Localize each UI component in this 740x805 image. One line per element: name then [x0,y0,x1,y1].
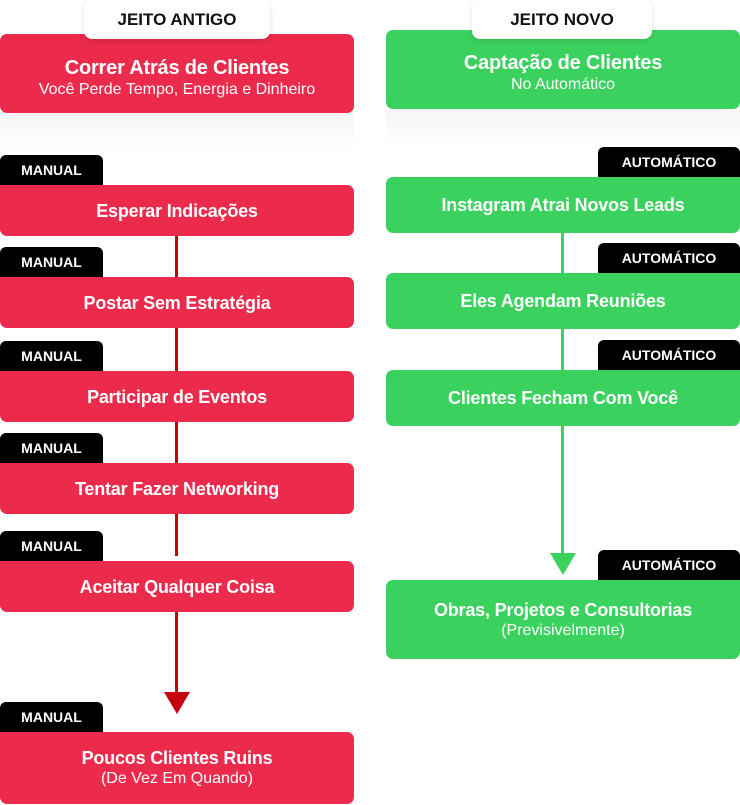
automatic-tag: AUTOMÁTICO [598,147,740,177]
shadow [386,109,740,149]
step-title: Participar de Eventos [87,386,267,407]
new-way-top-box: Captação de Clientes No Automático [386,30,740,109]
new-step-3: Clientes Fecham Com Você [386,370,740,426]
step-title: Clientes Fecham Com Você [448,388,678,408]
manual-tag: MANUAL [0,433,103,463]
step-title: Aceitar Qualquer Coisa [79,576,275,597]
old-way-top-subtitle: Você Perde Tempo, Energia e Dinheiro [38,80,316,98]
new-way-top-title: Captação de Clientes [463,51,663,74]
step-title: Eles Agendam Reuniões [460,291,666,311]
old-step-2: Postar Sem Estratégia [0,277,354,328]
old-step-4: Tentar Fazer Networking [0,463,354,514]
connector-line [561,233,564,275]
new-step-1: Instagram Atrai Novos Leads [386,177,740,233]
connector-line [561,425,564,555]
old-step-1: Esperar Indicações [0,185,354,236]
automatic-tag: AUTOMÁTICO [598,340,740,370]
connector-line [175,612,178,694]
result-title: Obras, Projetos e Consultorias [433,599,693,620]
manual-tag: MANUAL [0,247,103,277]
new-way-top-subtitle: No Automático [510,75,616,93]
manual-tag: MANUAL [0,155,103,185]
manual-tag: MANUAL [0,341,103,371]
manual-tag: MANUAL [0,702,103,732]
old-step-3: Participar de Eventos [0,371,354,422]
result-subtitle: (De Vez Em Quando) [100,770,254,787]
step-title: Instagram Atrai Novos Leads [441,195,685,215]
new-step-2: Eles Agendam Reuniões [386,273,740,329]
old-way-result-box: Poucos Clientes Ruins (De Vez Em Quando) [0,732,354,804]
step-title: Esperar Indicações [96,200,258,221]
shadow [0,113,354,153]
connector-line [175,421,178,464]
old-way-top-title: Correr Atrás de Clientes [64,56,290,79]
arrow-down-icon [550,553,576,575]
old-way-header: JEITO ANTIGO [84,0,270,39]
connector-line [175,328,178,371]
manual-tag: MANUAL [0,531,103,561]
automatic-tag: AUTOMÁTICO [598,243,740,273]
new-way-header: JEITO NOVO [472,0,652,39]
step-title: Tentar Fazer Networking [74,478,280,499]
automatic-tag: AUTOMÁTICO [598,550,740,580]
step-title: Postar Sem Estratégia [83,292,271,313]
connector-line [175,514,178,556]
result-title: Poucos Clientes Ruins [81,748,273,768]
arrow-down-icon [164,692,190,714]
old-step-5: Aceitar Qualquer Coisa [0,561,354,612]
connector-line [561,329,564,371]
new-way-result-box: Obras, Projetos e Consultorias (Previsiv… [386,580,740,659]
old-way-top-box: Correr Atrás de Clientes Você Perde Temp… [0,34,354,113]
connector-line [175,236,178,278]
result-subtitle: (Previsivelmente) [501,621,625,639]
